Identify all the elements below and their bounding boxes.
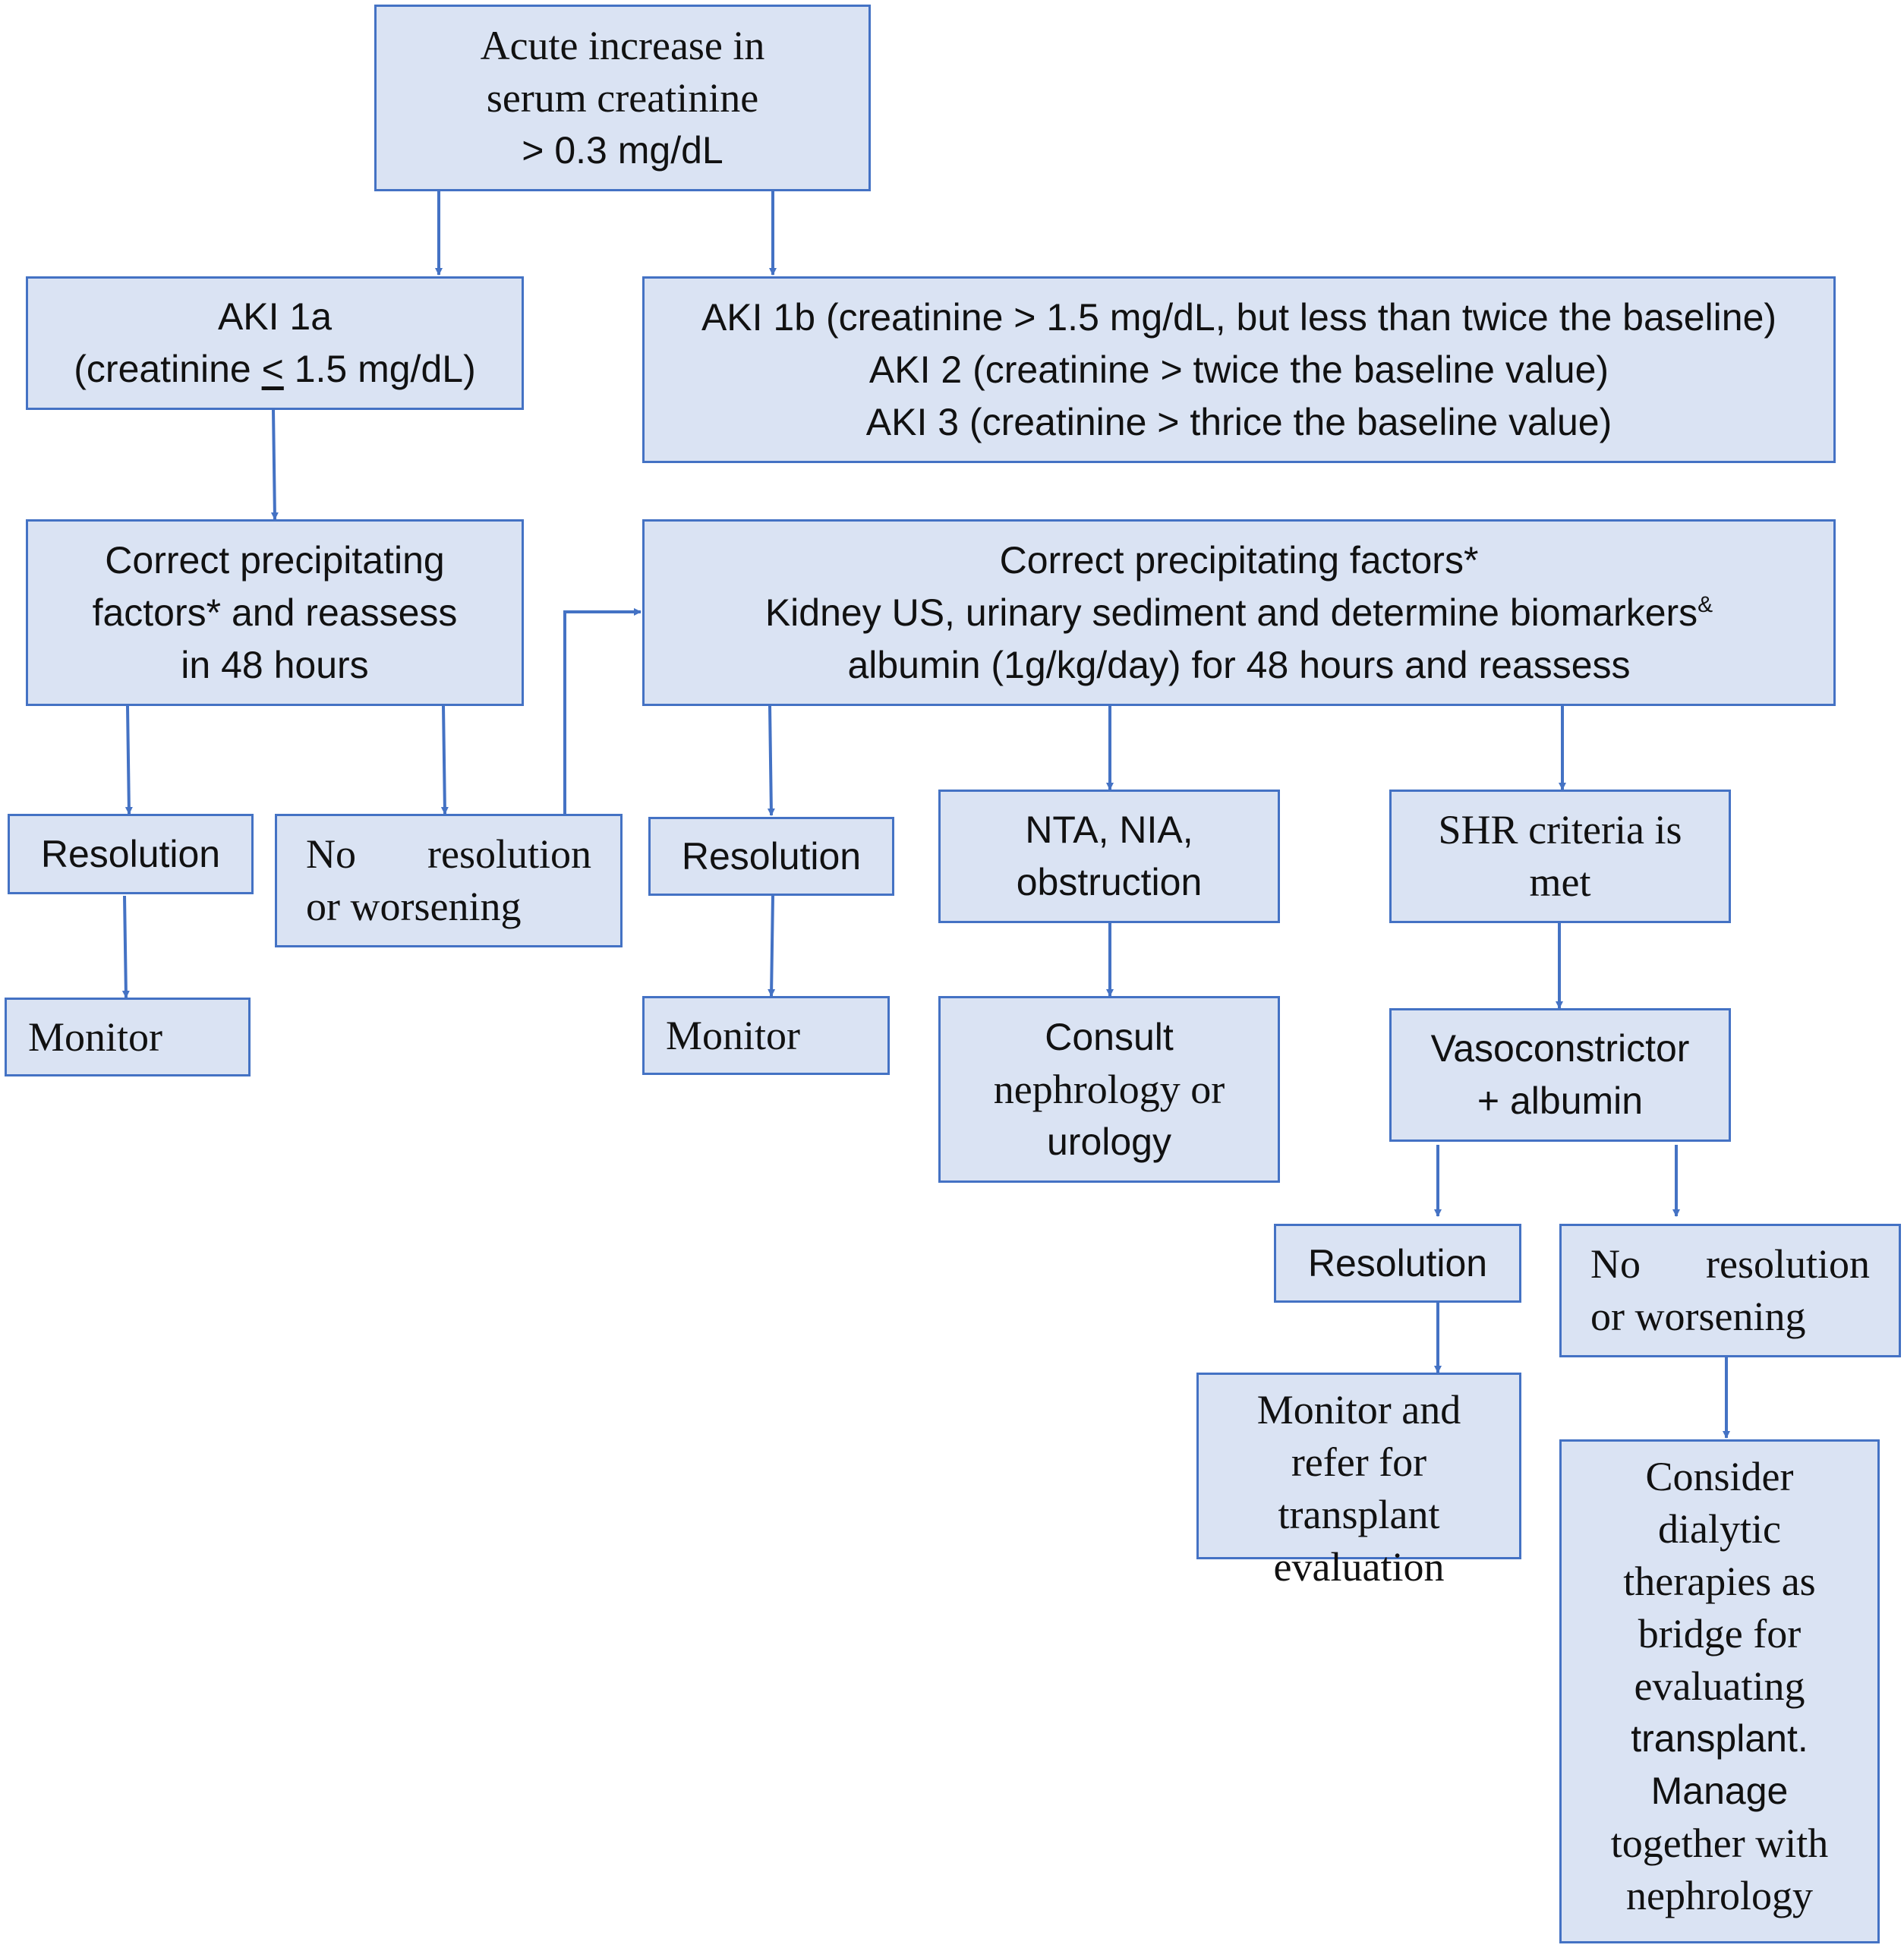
node-consult-nephrology: Consult nephrology or urology (938, 996, 1280, 1183)
node-dialytic-line-5: evaluating (1634, 1663, 1805, 1709)
node-monitor-2-label: Monitor (666, 1012, 801, 1058)
node-shr-criteria: SHR criteria is met (1389, 790, 1731, 923)
less-or-equal-sign: < (261, 348, 284, 390)
node-monitor-refer-line-1: Monitor and (1256, 1387, 1461, 1433)
node-monitor-1-label: Monitor (28, 1013, 163, 1060)
no-word: No (1590, 1241, 1641, 1287)
node-no-resolution-1: No resolution or worsening (275, 814, 623, 947)
node-aki-1a: AKI 1a (creatinine < 1.5 mg/dL) (26, 276, 524, 410)
node-no-resolution-2-line-2: or worsening (1590, 1294, 1806, 1339)
node-nta-line-1: NTA, NIA, (1025, 809, 1193, 851)
node-correct-left-line-2: factors* and reassess (92, 591, 458, 634)
node-no-resolution-1-line-1: No resolution (306, 828, 591, 881)
criterion-suffix: 1.5 mg/dL) (283, 348, 476, 390)
arrow-no-resolution-to-correct-right (563, 608, 641, 814)
resolution-word: resolution (1706, 1241, 1870, 1287)
arrow-aki1a-to-correct-left (270, 409, 279, 520)
node-dialytic-line-8: together with (1610, 1820, 1829, 1866)
node-aki-1a-title: AKI 1a (217, 295, 333, 338)
node-resolution-1: Resolution (8, 814, 254, 894)
arrow-correct-right-to-resolution (767, 705, 775, 816)
node-acute-increase: Acute increase in serum creatinine > 0.3… (374, 5, 871, 191)
node-vasoconstrictor-albumin: Vasoconstrictor + albumin (1389, 1008, 1731, 1142)
resolution-word: resolution (427, 831, 591, 877)
node-aki-1b-2-3: AKI 1b (creatinine > 1.5 mg/dL, but less… (642, 276, 1836, 463)
node-resolution-2-label: Resolution (681, 834, 862, 878)
node-shr-line-1: SHR criteria is (1438, 807, 1682, 853)
node-consult-line-1: Consult (1045, 1015, 1174, 1058)
node-aki-1b-line: AKI 1b (creatinine > 1.5 mg/dL, but less… (701, 295, 1777, 339)
node-aki-3-line: AKI 3 (creatinine > thrice the baseline … (865, 400, 1612, 443)
no-word: No (306, 831, 356, 877)
arrow-correct-left-to-no-resolution (440, 705, 449, 815)
node-correct-precipitating-right: Correct precipitating factors* Kidney US… (642, 519, 1836, 706)
arrow-correct-left-to-resolution (125, 705, 133, 815)
node-dialytic-line-3: therapies as (1623, 1559, 1816, 1604)
node-monitor-refer-line-4: evaluation (1273, 1544, 1445, 1590)
node-correct-right-line-2: Kidney US, urinary sediment and determin… (765, 587, 1713, 639)
node-dialytic-line-7: Manage (1650, 1770, 1789, 1812)
node-correct-right-line-3: albumin (1g/kg/day) for 48 hours and rea… (847, 643, 1631, 686)
node-correct-precipitating-left: Correct precipitating factors* and reass… (26, 519, 524, 706)
arrow-resolution-to-monitor (121, 895, 130, 998)
node-monitor-2: Monitor (642, 996, 890, 1075)
node-consider-dialytic-therapies: Consider dialytic therapies as bridge fo… (1559, 1439, 1880, 1943)
node-monitor-refer-line-3: transplant (1278, 1492, 1440, 1537)
node-dialytic-line-6: transplant. (1631, 1717, 1808, 1760)
node-monitor-refer-transplant: Monitor and refer for transplant evaluat… (1196, 1373, 1521, 1590)
node-aki-1a-criterion: (creatinine < 1.5 mg/dL) (74, 343, 475, 396)
node-correct-right-line-1: Correct precipitating factors* (999, 538, 1479, 582)
node-resolution-1-label: Resolution (40, 832, 221, 875)
ampersand-footnote: & (1698, 591, 1713, 617)
criterion-prefix: (creatinine (74, 348, 262, 390)
node-no-resolution-1-line-2: or worsening (306, 884, 522, 929)
biomarkers-text: Kidney US, urinary sediment and determin… (764, 591, 1698, 634)
node-monitor-refer-line-2: refer for (1291, 1439, 1427, 1485)
node-nta-line-2: obstruction (1016, 861, 1203, 903)
node-dialytic-line-1: Consider (1645, 1454, 1794, 1499)
node-consult-line-2: nephrology or (993, 1066, 1225, 1112)
node-resolution-2: Resolution (648, 817, 894, 896)
node-acute-increase-line-2: serum creatinine (486, 74, 759, 121)
node-acute-increase-line-3: > 0.3 mg/dL (522, 128, 723, 172)
node-aki-2-line: AKI 2 (creatinine > twice the baseline v… (868, 348, 1609, 391)
node-resolution-3: Resolution (1274, 1224, 1521, 1303)
node-monitor-1: Monitor (5, 998, 251, 1076)
node-no-resolution-2: No resolution or worsening (1559, 1224, 1901, 1357)
node-correct-left-line-1: Correct precipitating (105, 538, 445, 582)
node-vaso-line-1: Vasoconstrictor (1430, 1027, 1690, 1070)
node-shr-line-2: met (1529, 859, 1591, 905)
node-nta-nia-obstruction: NTA, NIA, obstruction (938, 790, 1280, 923)
node-resolution-3-label: Resolution (1307, 1241, 1488, 1284)
node-dialytic-line-9: nephrology (1626, 1873, 1813, 1918)
node-no-resolution-2-line-1: No resolution (1590, 1238, 1870, 1291)
arrow-resolution-to-monitor-2 (768, 895, 776, 997)
node-correct-left-line-3: in 48 hours (181, 643, 369, 686)
node-dialytic-line-2: dialytic (1658, 1506, 1781, 1552)
node-acute-increase-line-1: Acute increase in (480, 22, 765, 68)
node-consult-line-3: urology (1047, 1120, 1171, 1163)
node-vaso-line-2: + albumin (1477, 1080, 1644, 1122)
node-dialytic-line-4: bridge for (1638, 1611, 1802, 1656)
